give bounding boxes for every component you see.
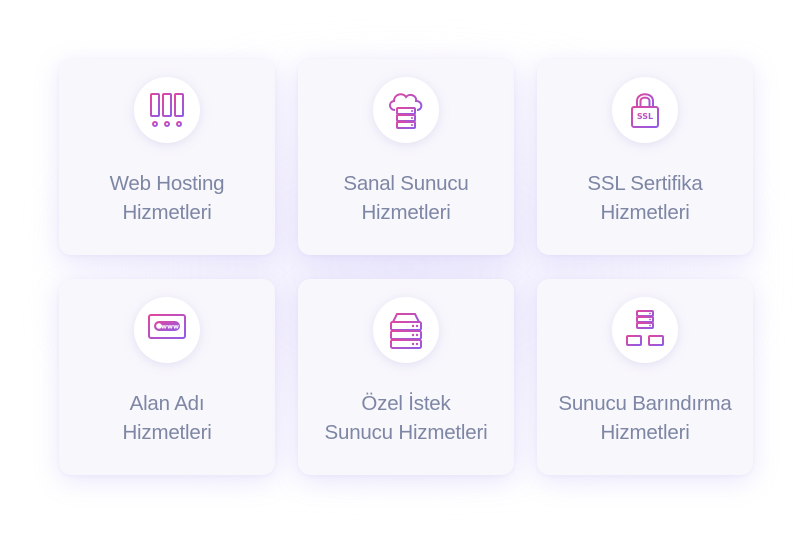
service-title-line-1: Özel İstek [361,392,451,415]
icon-badge [134,77,200,143]
network-server-icon [626,310,664,349]
cloud-server-icon [389,93,423,129]
service-title: Alan Adı Hizmetleri [59,389,275,447]
service-title: Sunucu Barındırma Hizmetleri [537,389,753,447]
service-card-sunucu-barindirma[interactable]: Sunucu Barındırma Hizmetleri [537,279,753,475]
service-title: Web Hosting Hizmetleri [59,169,275,227]
svg-text:SSL: SSL [637,112,653,121]
icon-badge: www [134,297,200,363]
icon-badge [373,297,439,363]
server-stack-icon [390,313,422,349]
service-title-line-2: Hizmetleri [361,201,451,224]
service-title-line-2: Hizmetleri [122,201,212,224]
service-title-line-2: Sunucu Hizmetleri [324,421,488,444]
service-title: Sanal Sunucu Hizmetleri [298,169,514,227]
service-card-web-hosting[interactable]: Web Hosting Hizmetleri [59,59,275,255]
svg-text:www: www [161,323,179,331]
service-title-line-2: Hizmetleri [600,201,690,224]
service-title-line-1: Web Hosting [109,172,225,195]
icon-badge [373,77,439,143]
service-title: SSL Sertifika Hizmetleri [537,169,753,227]
service-card-sanal-sunucu[interactable]: Sanal Sunucu Hizmetleri [298,59,514,255]
icon-badge [612,297,678,363]
service-card-alan-adi[interactable]: www Alan Adı Hizmetleri [59,279,275,475]
services-grid: Web Hosting Hizmetleri [59,59,753,475]
service-title-line-1: Alan Adı [129,392,205,415]
service-title-line-2: Hizmetleri [122,421,212,444]
icon-badge: SSL [612,77,678,143]
service-title: Özel İstek Sunucu Hizmetleri [298,389,514,447]
ssl-lock-icon: SSL [631,93,659,128]
www-monitor-icon: www [148,314,186,345]
service-card-ozel-istek[interactable]: Özel İstek Sunucu Hizmetleri [298,279,514,475]
server-rack-icon [149,93,185,127]
service-title-line-1: Sanal Sunucu [343,172,469,195]
service-title-line-1: Sunucu Barındırma [558,392,732,415]
service-title-line-1: SSL Sertifika [587,172,703,195]
service-card-ssl-sertifika[interactable]: SSL SSL Sertifika Hizmetleri [537,59,753,255]
service-title-line-2: Hizmetleri [600,421,690,444]
